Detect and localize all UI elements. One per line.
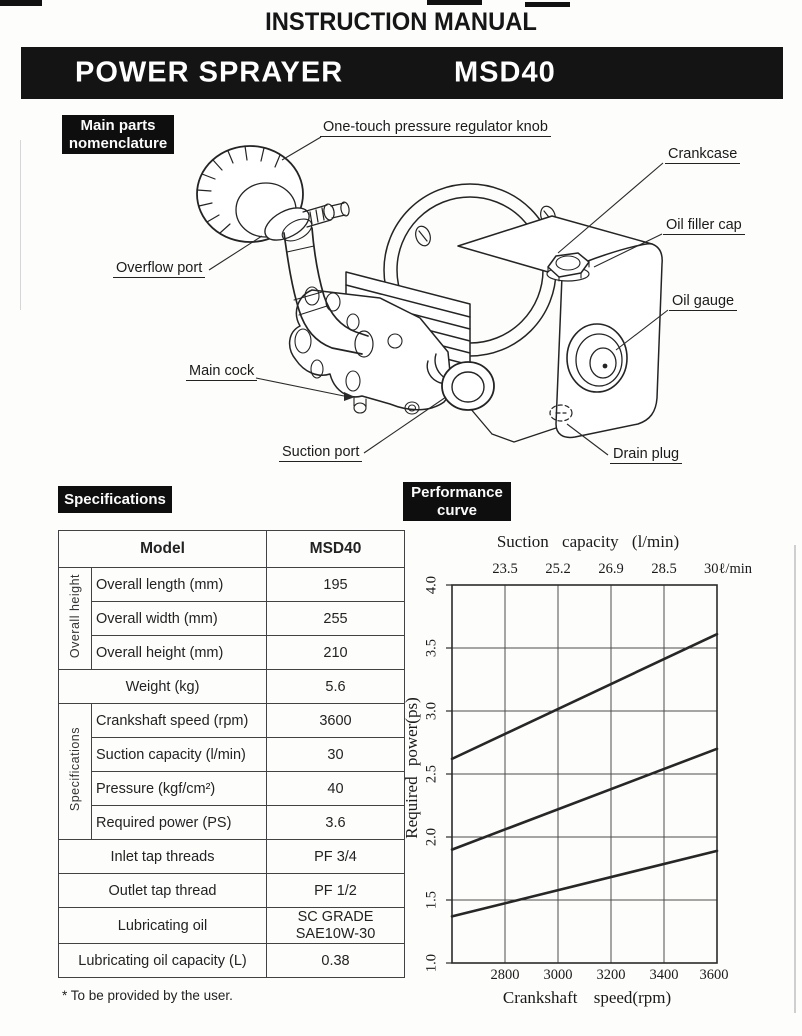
group-label-dimensions: Overall height (58, 567, 92, 670)
part-label-main-cock: Main cock (186, 363, 258, 381)
table-row: Inlet tap threads PF 3/4 (58, 839, 405, 874)
scan-edge-line (794, 545, 796, 1013)
product-banner: POWER SPRAYER MSD40 (21, 47, 783, 99)
part-label-oil-gauge: Oil gauge (669, 293, 738, 311)
part-label-crankcase: Crankcase (665, 146, 741, 164)
table-row: Overall height Overall length (mm) 195 (58, 567, 405, 670)
table-row: Required power (PS) 3.6 (59, 805, 405, 840)
group-label-specs: Specifications (58, 703, 92, 840)
scan-edge-line (20, 140, 21, 310)
part-label-suction-port: Suction port (279, 444, 363, 462)
table-row: Lubricating oil capacity (L) 0.38 (58, 943, 405, 978)
table-row: Specifications Crankshaft speed (rpm) 36… (58, 703, 405, 840)
table-row: Lubricating oil SC GRADE SAE10W-30 (58, 907, 405, 944)
y-tick-label: 2.5 (423, 764, 440, 784)
part-label-overflow-port: Overflow port (113, 260, 206, 278)
table-row: Overall width (mm) 255 (59, 601, 405, 636)
scan-artifact (0, 0, 42, 6)
oil-gauge-shape (566, 323, 628, 393)
y-tick-label: 3.5 (423, 638, 440, 658)
model-header-value: MSD40 (266, 530, 405, 568)
performance-chart: Suction capacity (l/min) 23.5 25.2 26.9 … (395, 520, 802, 1025)
specifications-table: Model MSD40 Overall height Overall lengt… (58, 530, 405, 978)
y-axis-title: Required power(ps) (402, 697, 421, 839)
performance-badge: Performance curve (403, 482, 511, 521)
x-bottom-tick-label: 3000 (543, 967, 573, 983)
x-top-tick-label: 30ℓ/min (703, 561, 753, 577)
suction-port-shape (426, 353, 495, 411)
model-number: MSD40 (454, 56, 556, 89)
x-bottom-tick-label: 2800 (490, 967, 520, 983)
y-tick-label: 3.0 (423, 701, 440, 721)
part-label-drain-plug: Drain plug (610, 446, 683, 464)
part-label-oil-filler-cap: Oil filler cap (663, 217, 745, 235)
y-tick-label: 1.0 (423, 953, 440, 973)
table-row: Overall height (mm) 210 (59, 635, 405, 670)
chart-top-axis-title: Suction capacity (l/min) (496, 532, 680, 551)
x-bottom-tick-label: 3600 (699, 967, 729, 983)
x-top-tick-label: 23.5 (492, 561, 518, 577)
scan-artifact (427, 0, 482, 5)
x-axis-title: Crankshaft speed(rpm) (502, 988, 672, 1007)
y-tick-label: 4.0 (423, 575, 440, 595)
drain-plug-shape (549, 404, 573, 422)
table-row: Suction capacity (l/min) 30 (59, 737, 405, 772)
x-top-tick-label: 25.2 (545, 561, 571, 577)
nomenclature-badge: Main parts nomenclature (62, 115, 174, 154)
model-header-label: Model (58, 530, 267, 568)
specifications-badge: Specifications (58, 486, 172, 513)
x-bottom-tick-label: 3400 (649, 967, 679, 983)
scan-artifact (525, 2, 570, 7)
x-top-tick-label: 28.5 (651, 561, 677, 577)
y-tick-label: 2.0 (423, 827, 440, 847)
leader-lines (208, 136, 669, 456)
table-header-row: Model MSD40 (58, 530, 405, 568)
table-row: Weight (kg) 5.6 (58, 669, 405, 704)
y-tick-label: 1.5 (423, 890, 440, 910)
x-top-tick-label: 26.9 (598, 561, 624, 577)
pump-diagram (196, 145, 663, 443)
table-footnote: * To be provided by the user. (62, 988, 233, 1003)
table-row: Outlet tap thread PF 1/2 (58, 873, 405, 908)
table-row: Pressure (kgf/cm²) 40 (59, 771, 405, 806)
product-name: POWER SPRAYER (75, 56, 344, 89)
x-bottom-tick-label: 3200 (596, 967, 626, 983)
regulator-knob-shape (196, 145, 350, 243)
page-title: INSTRUCTION MANUAL (265, 8, 537, 36)
performance-chart-plot (446, 584, 719, 964)
part-label-one-touch-knob: One-touch pressure regulator knob (320, 119, 551, 137)
